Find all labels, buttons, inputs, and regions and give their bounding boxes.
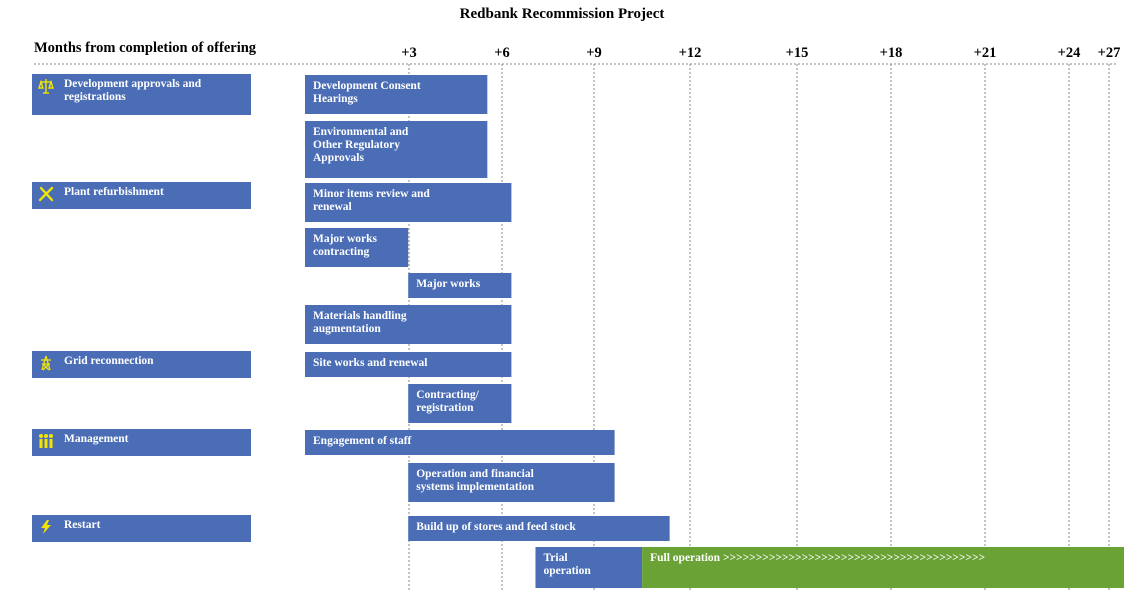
category-label: Development approvals and registrations (64, 78, 202, 103)
task-bar: Full operation >>>>>>>>>>>>>>>>>>>>>>>>>… (642, 547, 1124, 588)
task-bar-label: Development Consent (313, 80, 421, 92)
category-label: Grid reconnection (64, 355, 154, 367)
category-box: Development approvals and registrations (32, 74, 251, 115)
task-bar-label: registration (416, 402, 474, 414)
x-tick-label: +21 (974, 45, 997, 61)
task-bar-label: Environmental and (313, 126, 409, 138)
task-bar-label: Materials handling (313, 310, 407, 322)
category-box: Grid reconnection (32, 351, 251, 378)
task-bar-label: contracting (313, 246, 369, 258)
chart-title: Redbank Recommission Project (459, 6, 665, 22)
task-bar-label: renewal (313, 201, 352, 213)
task-bar-label: Hearings (313, 93, 358, 105)
task-bar-label: Approvals (313, 152, 364, 164)
category-label: Restart (64, 519, 101, 531)
task-bar-label: systems implementation (416, 481, 534, 493)
task-bar-rect (642, 547, 1124, 588)
task-bar-rect (305, 430, 615, 455)
task-bar: Site works and renewal (305, 352, 512, 377)
x-tick-labels: +3 +6 +9 +12 +15 +18 +21 +24 +27 (401, 45, 1120, 61)
grid-lines (34, 63, 1118, 592)
task-bar-label: Operation and financial (416, 468, 534, 480)
x-tick-label: +15 (786, 45, 809, 61)
category-label: Plant refurbishment (64, 186, 164, 198)
x-tick-label: +12 (679, 45, 702, 61)
task-bar-label: Build up of stores and feed stock (416, 521, 576, 533)
category-box: Management (32, 429, 251, 456)
scales-icon (38, 78, 54, 94)
task-bar-label: Full operation >>>>>>>>>>>>>>>>>>>>>>>>>… (650, 552, 985, 564)
x-tick-label: +27 (1098, 45, 1121, 61)
task-bar-label: operation (543, 565, 591, 577)
task-bar-rect (408, 273, 512, 298)
task-bar-rect (535, 547, 643, 588)
task-bar-rect (408, 516, 670, 541)
x-tick-label: +24 (1058, 45, 1081, 61)
x-axis-label: Months from completion of offering (34, 40, 257, 56)
category-box: Plant refurbishment (32, 182, 251, 209)
task-bar-rect (305, 121, 488, 178)
task-bar: Engagement of staff (305, 430, 615, 455)
task-bar-label: Minor items review and (313, 188, 430, 200)
task-bar-rect (408, 384, 512, 423)
lightning-icon (38, 519, 54, 535)
task-bar-label: Major works (416, 278, 481, 290)
task-bar: Build up of stores and feed stock (408, 516, 670, 541)
tools-icon (38, 186, 54, 202)
x-tick-label: +9 (586, 45, 602, 61)
x-tick-label: +18 (880, 45, 903, 61)
x-tick-label: +6 (494, 45, 510, 61)
task-bar: Major works (408, 273, 512, 298)
task-bar-label: Site works and renewal (313, 357, 427, 369)
task-bar-rect (408, 463, 615, 502)
task-bar-rect (305, 75, 488, 114)
transmission-tower-icon (38, 355, 54, 371)
task-bar-rect (305, 352, 512, 377)
task-bar-rect (305, 183, 512, 222)
task-bar-label: Trial (543, 552, 567, 564)
category-label: Management (64, 433, 129, 445)
task-bar-label: Major works (313, 233, 378, 245)
task-bar-rect (305, 228, 409, 267)
people-icon (38, 433, 54, 449)
task-bar-label: augmentation (313, 323, 381, 335)
task-bar-label: Engagement of staff (313, 435, 412, 447)
task-bars: Development ConsentHearingsEnvironmental… (305, 75, 1124, 588)
task-bar-rect (305, 305, 512, 344)
x-tick-label: +3 (401, 45, 417, 61)
task-bar-label: Contracting/ (416, 389, 479, 401)
task-bar: Contracting/registration (408, 384, 512, 423)
task-bar-label: Other Regulatory (313, 139, 400, 151)
category-box: Restart (32, 515, 251, 542)
